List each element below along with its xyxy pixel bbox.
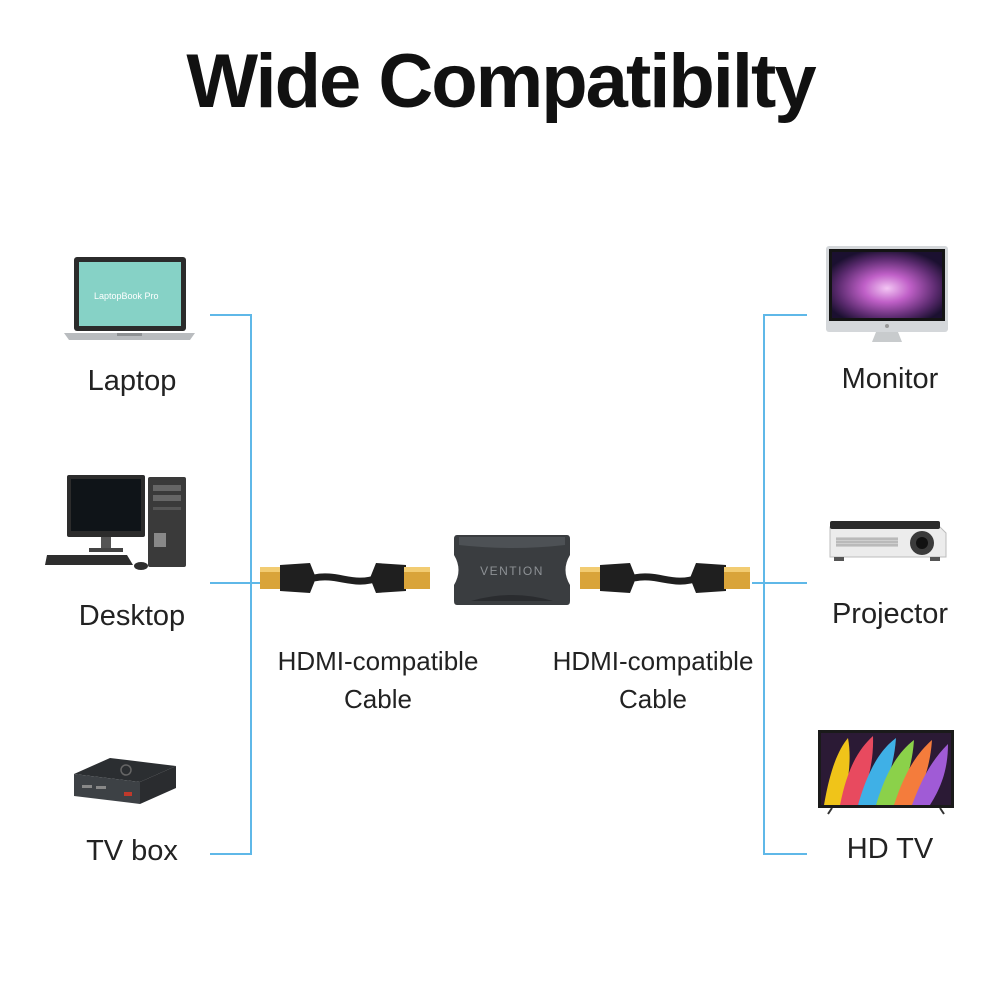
device-label-projector: Projector (831, 598, 949, 630)
device-label-monitor: Monitor (841, 363, 939, 395)
adapter-brand: VENTION (480, 564, 544, 578)
projector-icon (829, 521, 947, 561)
hdmi-coupler-adapter: VENTION (454, 535, 570, 605)
laptop-icon: LaptopBook Pro (64, 257, 195, 340)
left-bracket-laptop (210, 314, 252, 316)
tv-box-icon (74, 758, 176, 804)
left-cable-label-line2: Cable (344, 684, 412, 714)
left-bracket-tvbox (210, 853, 252, 855)
laptop-screen-text: LaptopBook Pro (94, 291, 159, 301)
right-bracket-projector (763, 582, 807, 584)
device-label-laptop: Laptop (87, 365, 177, 397)
device-label-tvbox: TV box (86, 835, 178, 867)
left-hdmi-cable-icon (260, 563, 430, 593)
left-cable-label-line1: HDMI-compatible (277, 646, 479, 676)
monitor-icon (826, 246, 948, 342)
desktop-icon (45, 475, 186, 570)
left-bracket-vertical (250, 314, 252, 855)
right-bracket-vertical (763, 314, 765, 855)
right-hdmi-cable-icon (580, 563, 750, 593)
right-bracket-monitor (763, 314, 807, 316)
hd-tv-icon (818, 730, 954, 815)
left-cable-label: HDMI-compatible Cable (258, 642, 498, 718)
device-label-hdtv: HD TV (846, 833, 934, 865)
right-cable-label-line1: HDMI-compatible (552, 646, 754, 676)
left-bracket-desktop (210, 582, 252, 584)
right-cable-label: HDMI-compatible Cable (533, 642, 773, 718)
right-cable-label-line2: Cable (619, 684, 687, 714)
right-bracket-hdtv (763, 853, 807, 855)
right-bracket-cable (752, 582, 764, 584)
page-title: Wide Compatibilty (186, 39, 816, 124)
left-bracket-cable (250, 582, 260, 584)
device-label-desktop: Desktop (78, 600, 186, 632)
